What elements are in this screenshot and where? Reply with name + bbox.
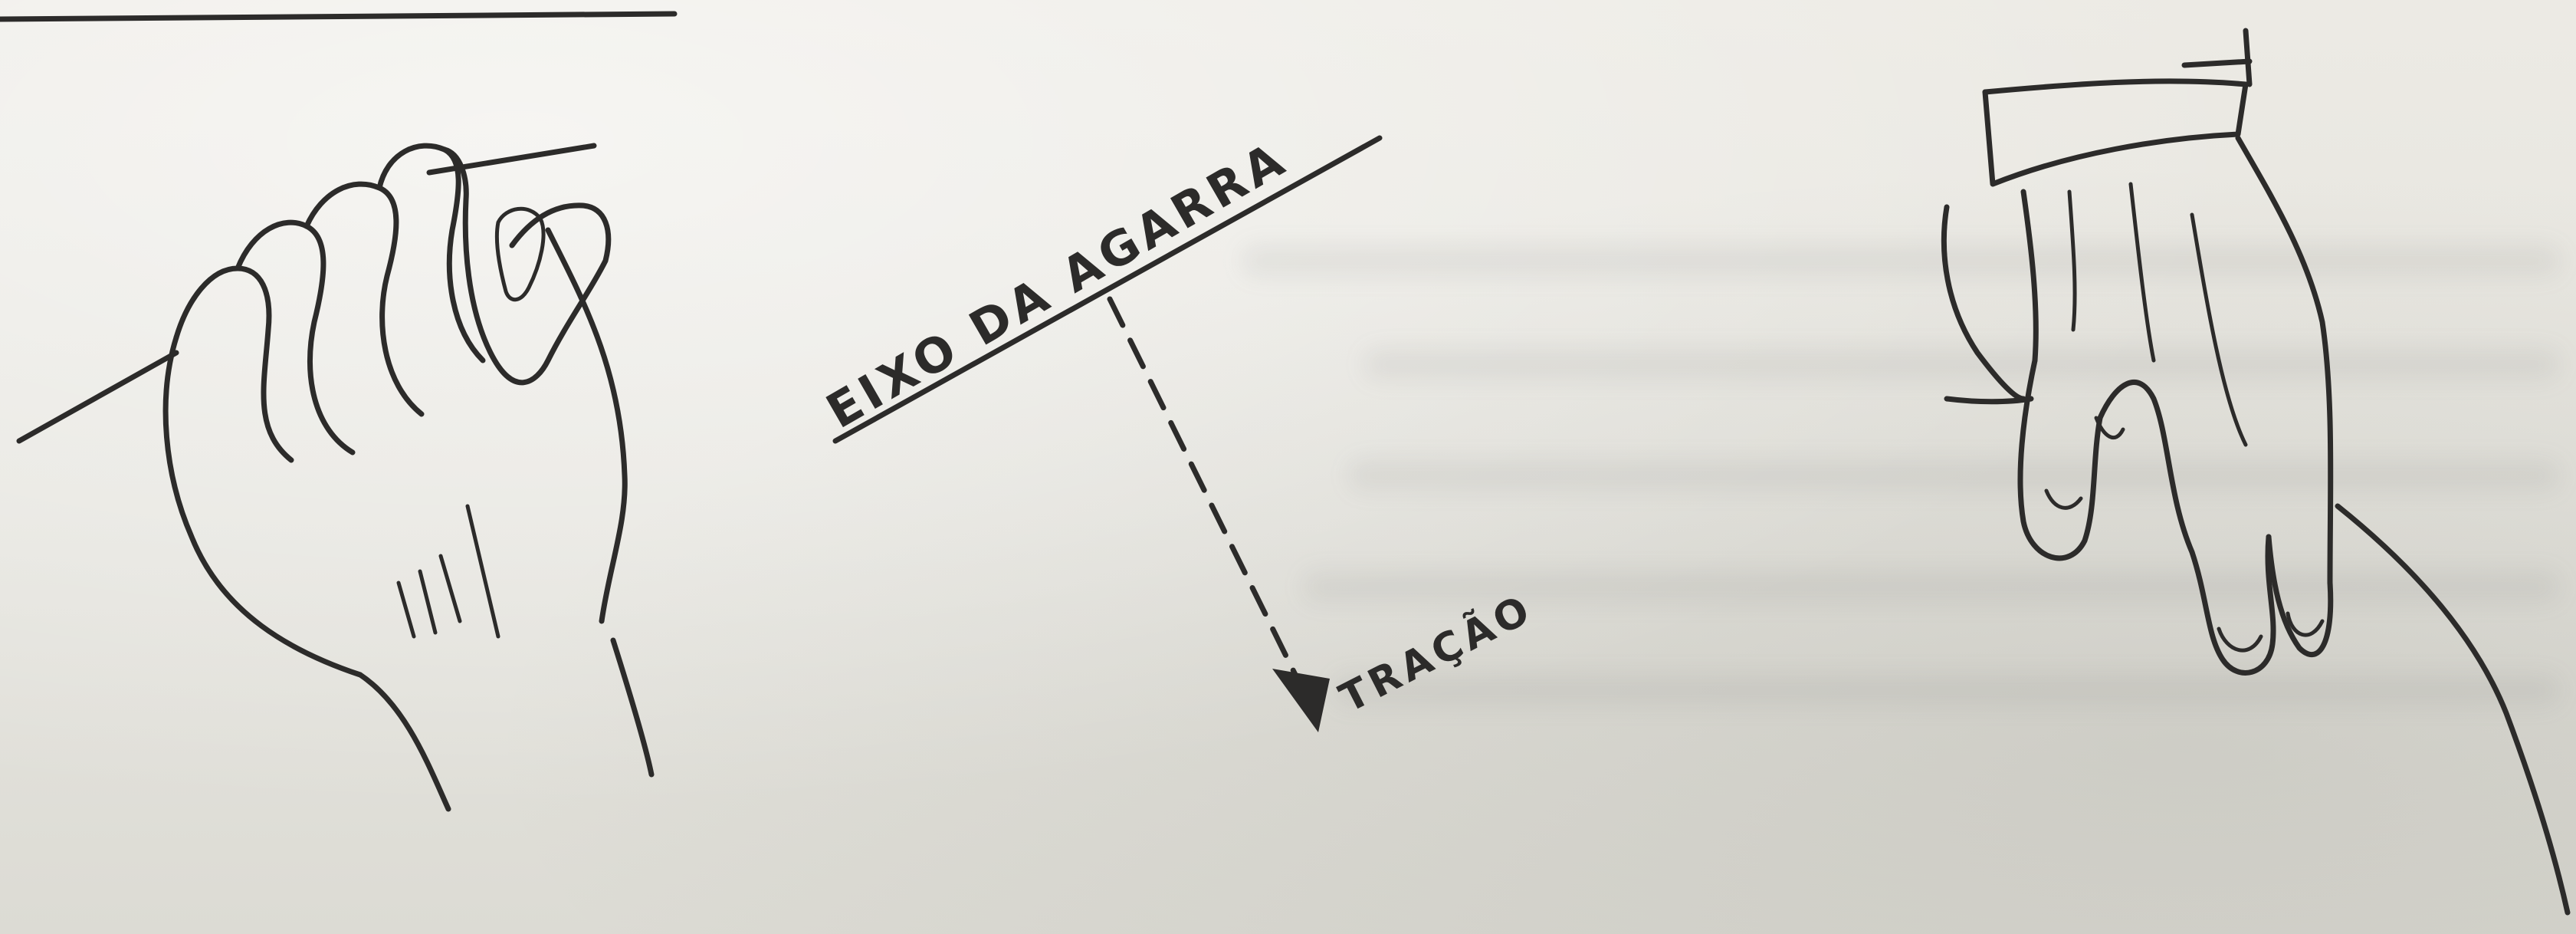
finger-index-hanging xyxy=(2017,357,2103,561)
finger-little xyxy=(376,143,486,363)
sleeve-top xyxy=(1982,78,2249,95)
finger-ring xyxy=(304,181,425,417)
bleed-through-line xyxy=(1242,245,2560,276)
bleed-through-line xyxy=(1349,460,2560,491)
traction-arrowhead xyxy=(1272,669,1330,732)
palm-crease xyxy=(418,569,438,635)
grip-axis-label: EIXO DA AGARRA xyxy=(817,130,1297,439)
tendon-line xyxy=(2190,212,2248,447)
knuckle-mark xyxy=(2094,416,2125,440)
grip-axis-line xyxy=(832,135,1383,444)
finger-index xyxy=(173,265,294,463)
hand-back-left xyxy=(2020,189,2039,363)
fingernail xyxy=(2044,488,2083,510)
hanging-hand-figure xyxy=(1941,28,2571,916)
bleed-through-line xyxy=(1303,571,2560,602)
hand-contour-right xyxy=(545,227,628,624)
traction-arrow-shaft xyxy=(1107,296,1306,693)
wrist-contour-right xyxy=(610,637,655,778)
palm-crease xyxy=(465,504,500,639)
sleeve-fold xyxy=(2181,58,2253,68)
fingernail xyxy=(2217,627,2263,653)
tendon-line xyxy=(2128,182,2156,363)
bleed-through-line xyxy=(1364,349,2560,380)
sleeve-cuff xyxy=(1982,81,2249,187)
gripping-hand-figure xyxy=(16,143,655,812)
tendon-line xyxy=(2067,189,2077,332)
thumb xyxy=(441,146,612,386)
grip-bar-left xyxy=(16,350,179,444)
thumb-hanging xyxy=(1941,204,2026,402)
fingernail xyxy=(2286,611,2325,637)
traction-label: TRAÇÃO xyxy=(1332,585,1541,722)
bleed-through-line xyxy=(1334,675,2560,705)
palm-crease xyxy=(396,580,416,639)
sleeve-edge xyxy=(2243,28,2253,87)
finger-middle xyxy=(235,219,356,455)
finger-middle-hanging xyxy=(2097,380,2276,676)
heading-underline xyxy=(0,11,678,22)
rope-curve xyxy=(2335,503,2571,916)
little-finger-hanging xyxy=(1944,396,2034,405)
hand-contour-left xyxy=(162,334,451,812)
grip-axis-diagram: EIXO DA AGARRA TRAÇÃO xyxy=(817,130,1541,732)
thumbnail xyxy=(494,206,546,302)
finger-ring-hanging xyxy=(2266,534,2334,658)
palm-crease xyxy=(438,554,462,623)
hand-back-right xyxy=(2235,135,2334,586)
